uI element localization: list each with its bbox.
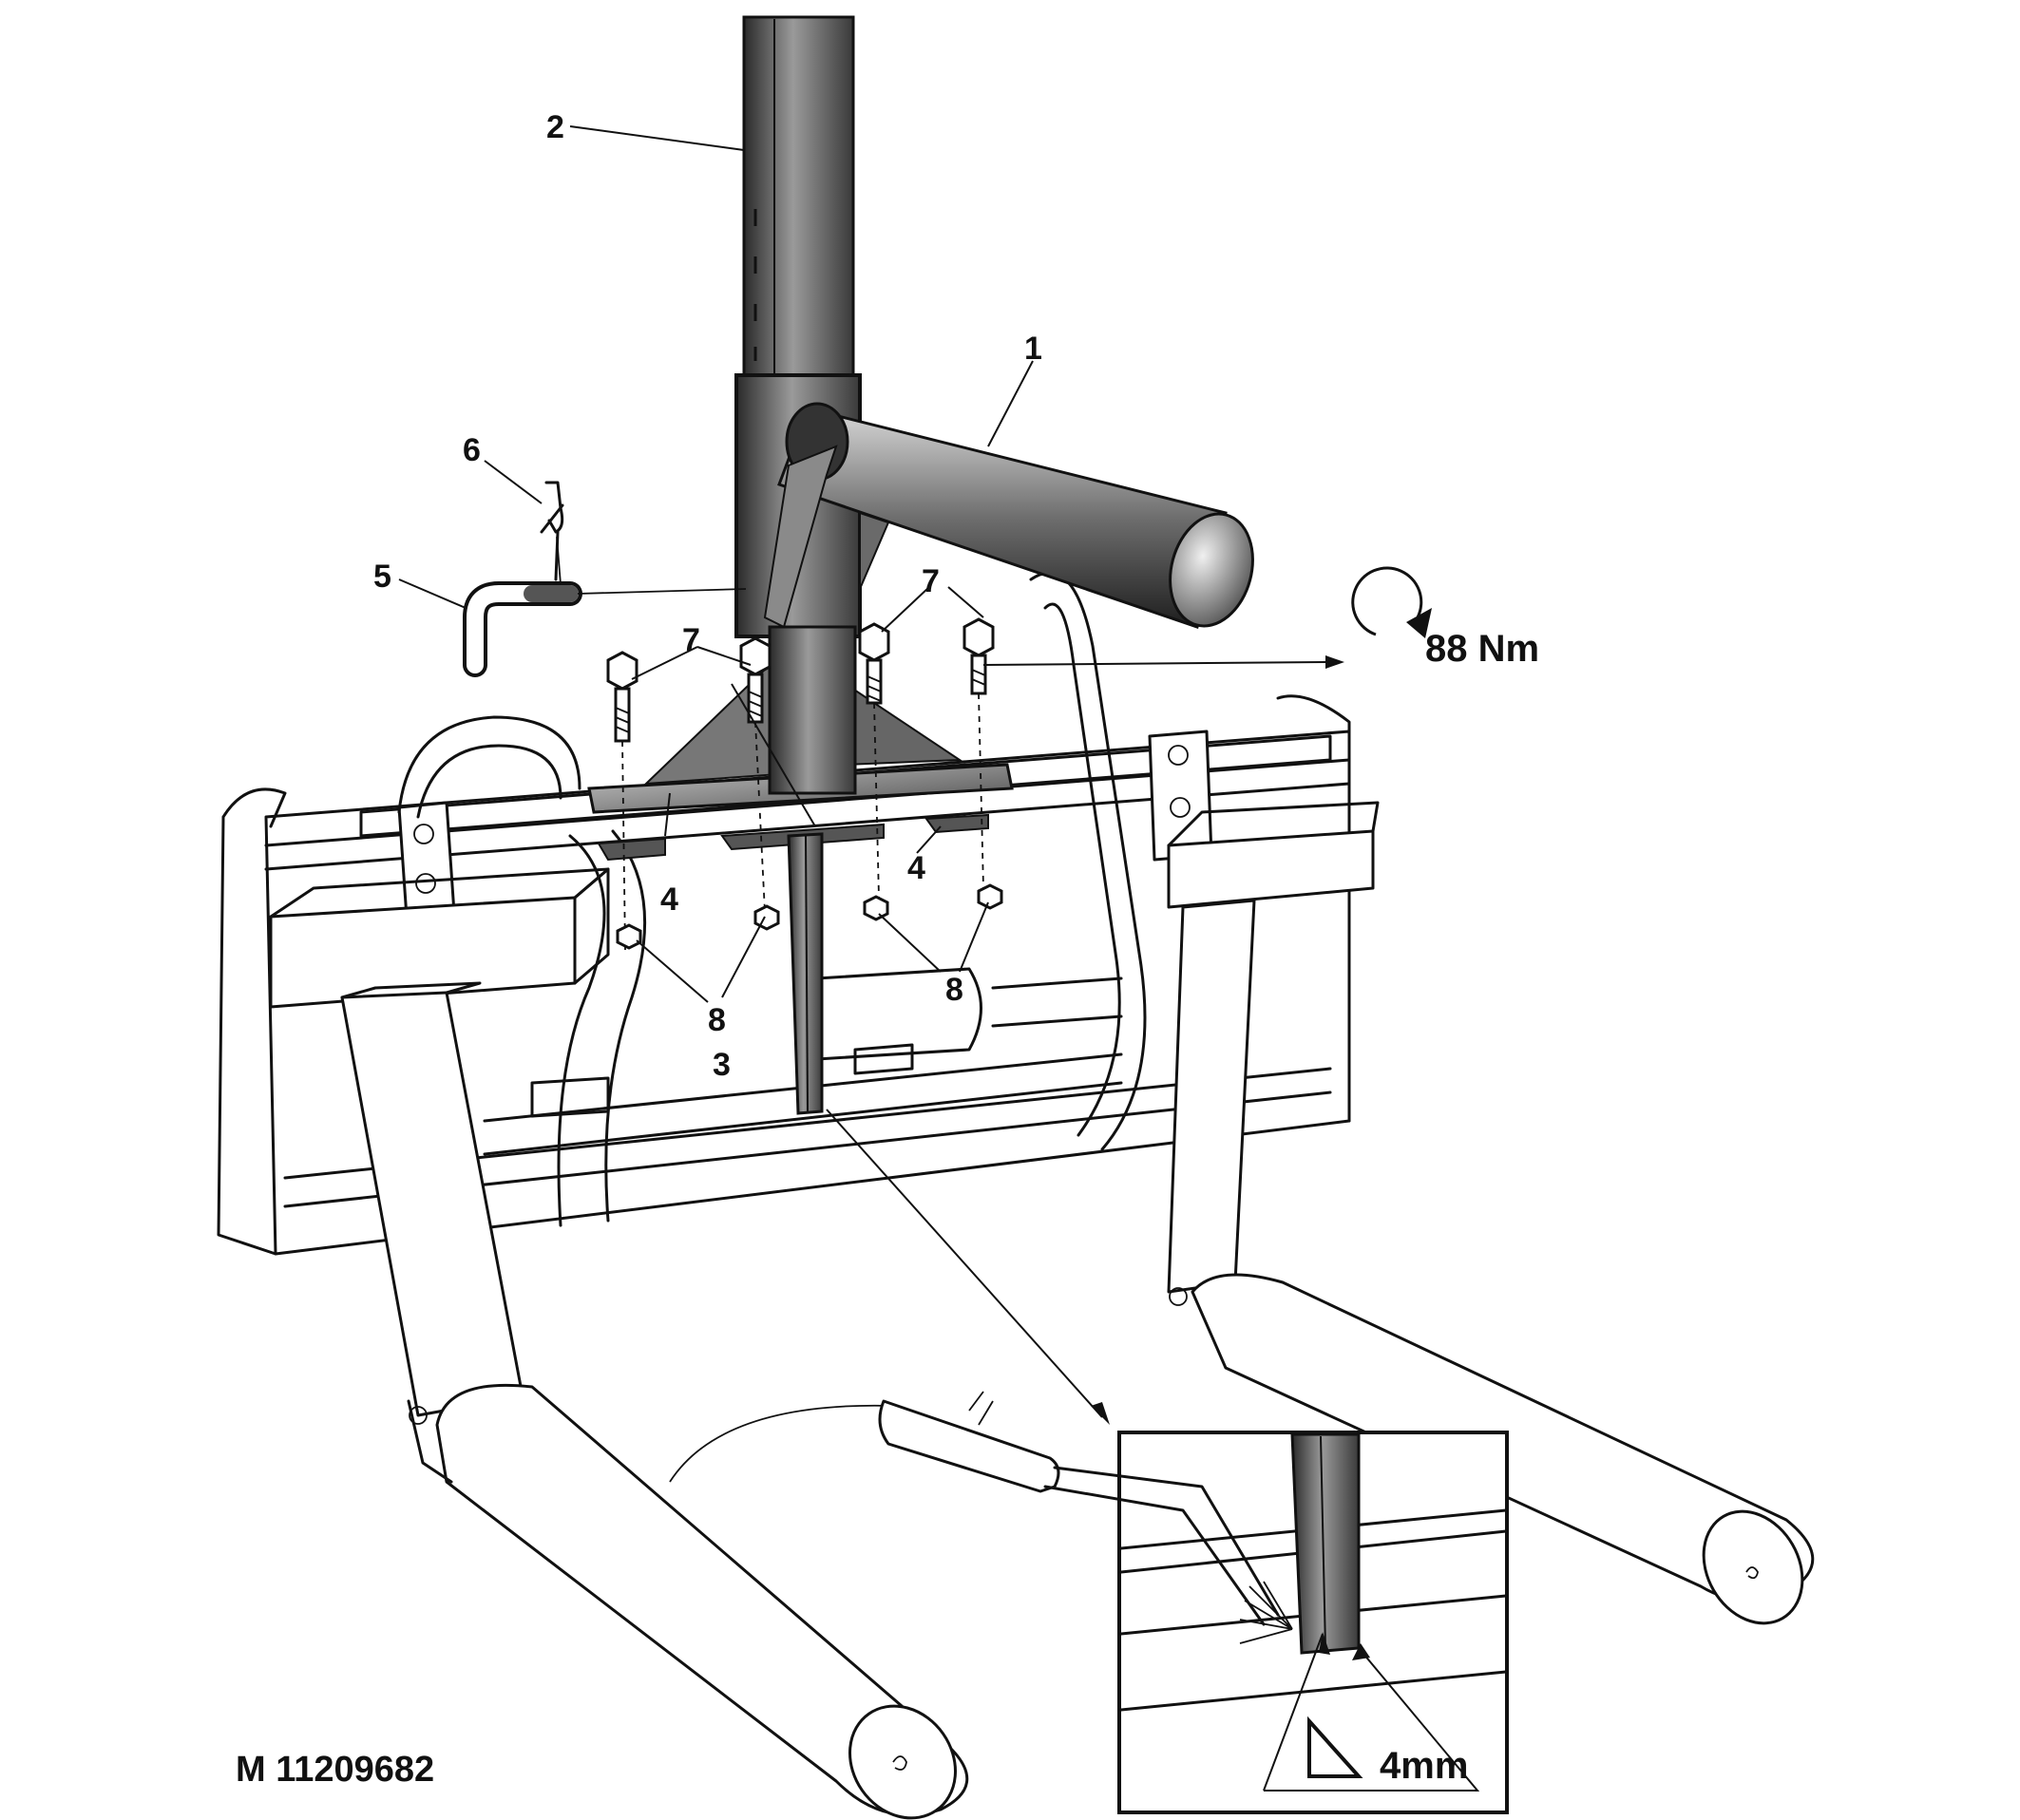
left-bale-tine	[340, 981, 969, 1820]
bale-spear-tube	[763, 402, 1254, 629]
weld-detail-inset	[1117, 1431, 1509, 1814]
callout-8-left: 8	[708, 1002, 726, 1038]
bolt-3	[858, 622, 890, 705]
torque-value: 88 Nm	[1425, 628, 1539, 670]
frame-cylinder	[815, 967, 982, 1061]
callout-8-right: 8	[945, 972, 963, 1008]
lower-flat-bar	[787, 832, 824, 1115]
weld-size: 4mm	[1380, 1745, 1468, 1787]
callout-2: 2	[546, 109, 564, 145]
lock-pin	[463, 581, 747, 677]
document-id: M 11209682	[236, 1750, 434, 1790]
fillet-weld-icon	[1307, 1716, 1363, 1778]
torque-arrow-icon	[1351, 566, 1432, 638]
leader-lines	[398, 125, 1034, 1003]
callout-6: 6	[463, 432, 481, 468]
frame-right-hook	[1276, 694, 1351, 1123]
frame-right-bracket	[1148, 730, 1213, 862]
frame-left-hook	[217, 787, 287, 1256]
callout-4-right: 4	[907, 850, 925, 886]
callout-1: 1	[1024, 331, 1042, 367]
callout-7-mid: 7	[922, 563, 940, 599]
bolt-2	[739, 636, 772, 724]
callout-4-left: 4	[660, 882, 678, 918]
callout-5: 5	[373, 559, 391, 595]
upper-post	[742, 15, 855, 380]
r-clip	[540, 481, 564, 585]
bolt-guides	[621, 692, 984, 951]
bolt-4	[962, 617, 995, 695]
callout-3: 3	[713, 1047, 731, 1083]
callout-7-left: 7	[682, 622, 700, 658]
bolt-1	[606, 651, 638, 743]
welding-torch	[669, 1391, 1280, 1626]
nuts	[616, 883, 1003, 950]
